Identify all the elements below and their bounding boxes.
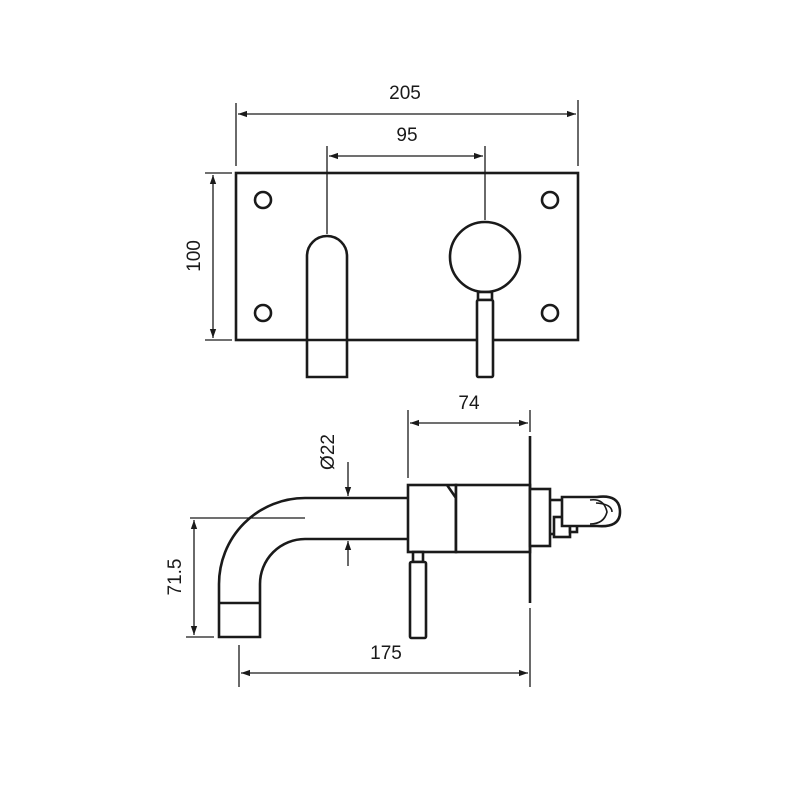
front-view: 205 95 100 (184, 83, 580, 379)
dim-spout-reach: 175 (238, 608, 531, 687)
dim-175-label: 175 (370, 643, 402, 664)
dim-22-label: Ø22 (318, 434, 339, 470)
dim-205-label: 205 (389, 83, 421, 104)
side-view: 74 Ø22 71.5 175 (165, 393, 622, 687)
mounting-hole-top-left (253, 190, 273, 210)
dim-95-label: 95 (396, 125, 417, 146)
dim-overall-width: 205 (235, 83, 579, 166)
wall-plate (234, 171, 580, 342)
dim-100-label: 100 (184, 240, 205, 272)
mounting-hole-top-right (540, 190, 560, 210)
dim-71-5-label: 71.5 (165, 559, 186, 596)
handle-lever-side (408, 560, 428, 640)
dim-74-label: 74 (458, 393, 480, 414)
mounting-hole-bottom-right (540, 303, 560, 323)
handle-lever-front (475, 298, 495, 379)
handle-body-front (448, 220, 522, 294)
dim-plate-height: 100 (184, 172, 232, 341)
valve-body (454, 483, 532, 554)
dim-spout-diameter: Ø22 (318, 434, 352, 566)
spout-side (217, 496, 408, 639)
mounting-hole-bottom-left (253, 303, 273, 323)
dim-centre-spacing: 95 (326, 125, 486, 234)
handle-neck-side (411, 550, 425, 564)
dim-projection: 74 (407, 393, 531, 478)
dim-spout-drop: 71.5 (165, 520, 214, 638)
valve-collar (406, 483, 458, 554)
rear-cartridge (528, 487, 552, 548)
spout-front (305, 234, 349, 379)
